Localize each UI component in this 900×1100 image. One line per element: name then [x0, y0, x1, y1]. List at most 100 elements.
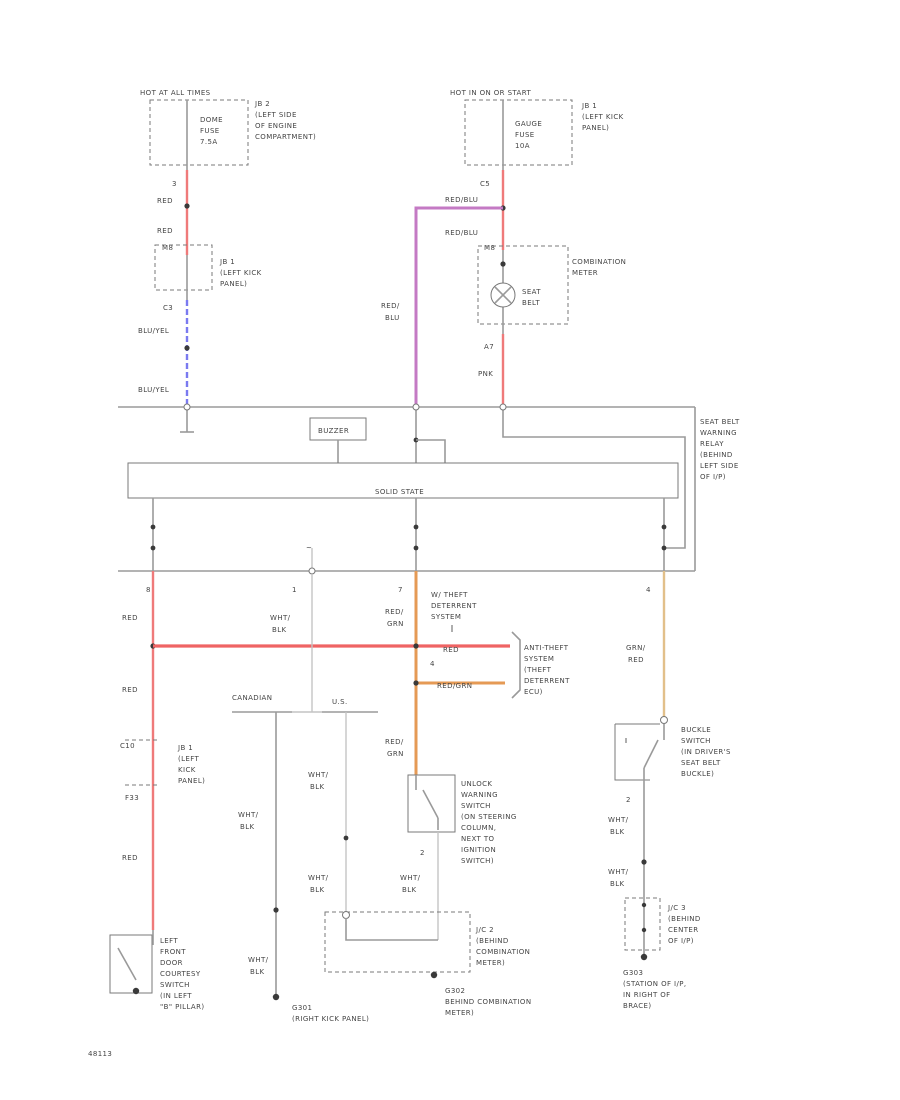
door-switch-2: FRONT — [160, 948, 186, 956]
gauge-fuse-circuit: HOT IN ON OR START JB 1 (LEFT KICK PANEL… — [381, 89, 626, 405]
jc3-node-1 — [641, 902, 647, 908]
door-switch-4: COURTESY — [160, 970, 201, 978]
canadian-us-section: WHT/ BLK CANADIAN U.S. WHT/ BLK WHT/ BLK… — [232, 574, 378, 1023]
splice-4 — [500, 261, 506, 267]
door-switch-lever-icon — [117, 947, 137, 981]
dome-fuse-3: 7.5A — [200, 138, 218, 146]
jc3-4: OF I/P) — [668, 937, 694, 945]
wht-blk-1b: BLK — [272, 626, 287, 634]
pin-a7: A7 — [484, 343, 494, 351]
seat-belt-lamp-2: BELT — [522, 299, 540, 307]
seat-belt-lamp-1: SEAT — [522, 288, 541, 296]
wht-blk-7a: WHT/ — [608, 816, 629, 824]
jc2-pin — [342, 911, 350, 919]
anti-theft-pin: 4 — [430, 660, 435, 668]
jb1-loc-left-2: PANEL) — [220, 280, 247, 288]
buckle-switch-section: GRN/ RED BUCKLE SWITCH (IN DRIVER'S SEAT… — [608, 571, 731, 1010]
dome-fuse-circuit: HOT AT ALL TIMES JB 2 (LEFT SIDE OF ENGI… — [138, 89, 316, 433]
buckle-switch-2: SWITCH — [681, 737, 711, 745]
dome-fuse-1: DOME — [200, 116, 223, 124]
jb2-label: JB 2 — [254, 100, 270, 108]
buckle-switch-pin — [660, 716, 668, 724]
buzzer-label: BUZZER — [318, 427, 349, 435]
buckle-switch-3: (IN DRIVER'S — [681, 748, 731, 756]
relay-node-3 — [661, 524, 667, 530]
relay-node-1 — [150, 524, 156, 530]
relay-node-2 — [413, 524, 419, 530]
wht-blk-5a: WHT/ — [248, 956, 269, 964]
left-wire-red-1: RED — [122, 614, 138, 622]
wht-blk-5b: BLK — [250, 968, 265, 976]
wire-redblu-a: RED/BLU — [445, 196, 478, 204]
unlock-switch-2: WARNING — [461, 791, 498, 799]
jb2-loc-1: (LEFT SIDE — [255, 111, 297, 119]
jb1-bottom-box — [125, 739, 158, 786]
jc2-link — [345, 918, 438, 941]
jb2-box — [149, 99, 249, 166]
purple-wire — [414, 206, 503, 405]
door-switch-7: "B" PILLAR) — [160, 1003, 205, 1011]
unlock-switch-3: SWITCH — [461, 802, 491, 810]
wire-redblu-b: RED/BLU — [445, 229, 478, 237]
jb1-bottom-2: (LEFT — [178, 755, 200, 763]
jc2-1: J/C 2 — [475, 926, 494, 934]
wht-blk-6b: BLK — [402, 886, 417, 894]
relay-node-4 — [150, 545, 156, 551]
mid-wire-2: BLU — [385, 314, 400, 322]
relay-return — [502, 407, 686, 549]
buckle-switch-box — [614, 723, 660, 781]
wht-blk-2a: WHT/ — [238, 811, 259, 819]
relay-pin-3 — [499, 403, 507, 411]
dome-fuse-2: FUSE — [200, 127, 220, 135]
red-grn-1b: GRN — [387, 620, 404, 628]
wire-bluyel-1: BLU/YEL — [138, 327, 169, 335]
buckle-switch-lever-icon — [643, 739, 659, 769]
anti-theft-mod-3: (THEFT — [524, 666, 552, 674]
ground-g303-1: G303 — [623, 969, 643, 977]
unlock-pin-2: 2 — [420, 849, 425, 857]
page-code: 48113 — [88, 1050, 112, 1058]
left-wire-red-2: RED — [122, 686, 138, 694]
gauge-fuse-2: FUSE — [515, 131, 535, 139]
gauge-fuse-1: GAUGE — [515, 120, 542, 128]
door-switch-1: LEFT — [160, 937, 178, 945]
canadian-label: CANADIAN — [232, 694, 272, 702]
combination-meter-box — [477, 245, 569, 325]
ground-g303-4: BRACE) — [623, 1002, 652, 1010]
wht-blk-8a: WHT/ — [608, 868, 629, 876]
bottom-pin-8: 8 — [146, 586, 151, 594]
unlock-switch-5: COLUMN, — [461, 824, 496, 832]
wht-blk-3b: BLK — [310, 783, 325, 791]
relay-out-4-stub: ~ — [306, 544, 312, 552]
left-wire-red-3: RED — [122, 854, 138, 862]
jb1-bottom-1: JB 1 — [177, 744, 193, 752]
wht-blk-7b: BLK — [610, 828, 625, 836]
wire-red-2: RED — [157, 227, 173, 235]
gauge-fuse-3: 10A — [515, 142, 530, 150]
hot-at-all-times-label: HOT AT ALL TIMES — [140, 89, 211, 97]
wht-blk-8b: BLK — [610, 880, 625, 888]
buckle-switch-5: BUCKLE) — [681, 770, 714, 778]
pin-m8-left: M8 — [162, 244, 173, 252]
wht-blk-1a: WHT/ — [270, 614, 291, 622]
relay-pin-4 — [308, 567, 316, 575]
jc2-section: J/C 2 (BEHIND COMBINATION METER) G302 BE… — [324, 911, 531, 1017]
ground-g302-3: METER) — [445, 1009, 474, 1017]
orange-splice-2 — [413, 680, 419, 686]
relay-title-4: (BEHIND — [700, 451, 733, 459]
hot-in-on-label: HOT IN ON OR START — [450, 89, 531, 97]
relay-pin-1 — [183, 403, 191, 411]
jb1-bottom-pin-top: C10 — [120, 742, 135, 750]
jc2-4: METER) — [476, 959, 505, 967]
buckle-switch-1: BUCKLE — [681, 726, 711, 734]
jc3-node-2 — [641, 927, 647, 933]
wht-blk-6a: WHT/ — [400, 874, 421, 882]
wht-blk-2b: BLK — [240, 823, 255, 831]
wht-blk-4a: WHT/ — [308, 874, 329, 882]
ground-g301 — [272, 993, 280, 1001]
relay-title-3: RELAY — [700, 440, 724, 448]
conn-3: 3 — [172, 180, 177, 188]
ground-g302 — [430, 971, 438, 979]
ground-g302-2: BEHIND COMBINATION — [445, 998, 531, 1006]
